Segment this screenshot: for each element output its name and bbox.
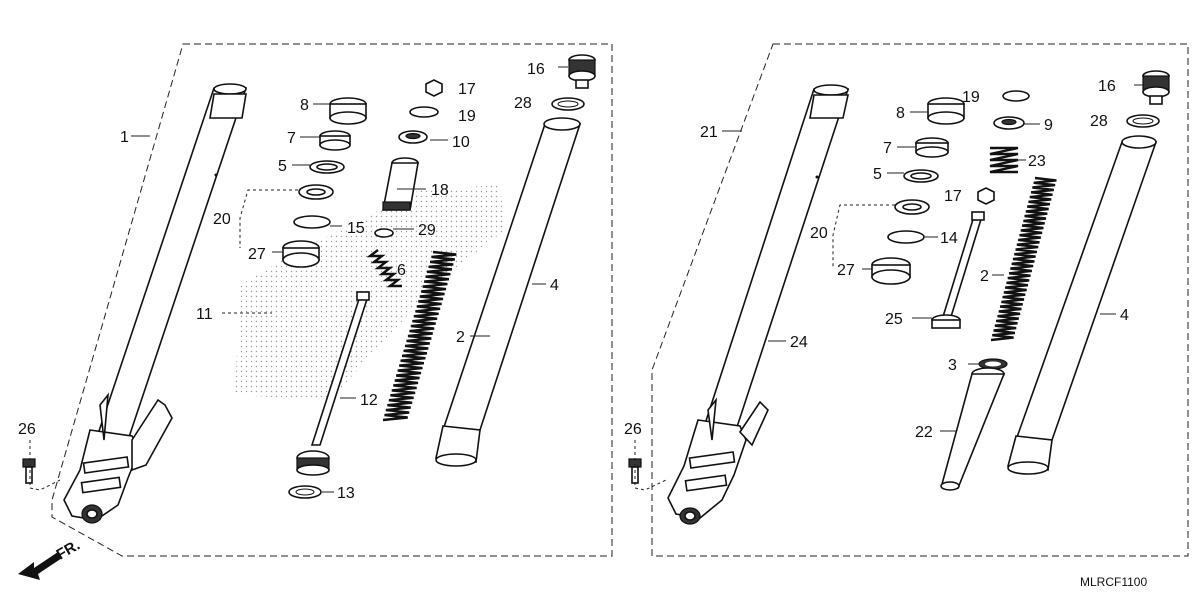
left-inner-tube-4 — [435, 117, 582, 467]
left-damper-rod-12 — [296, 291, 370, 476]
callout-label: 3 — [948, 357, 957, 374]
callout-label: 16 — [1098, 78, 1116, 95]
callout-label: 26 — [624, 421, 642, 438]
callout-label: 11 — [196, 306, 213, 323]
left-main-spring-2 — [382, 250, 457, 422]
callout-label: 8 — [300, 97, 309, 114]
right-dust-seal-27 — [871, 257, 911, 285]
left-collar-8 — [329, 97, 367, 125]
left-outer-tube-part — [63, 83, 248, 524]
callout-label: 1 — [120, 129, 129, 146]
callout-label: 25 — [885, 311, 903, 328]
left-fork-assembly: 1 8 7 5 20 27 11 17 19 10 18 15 29 6 12 … — [18, 43, 613, 557]
callout-label: 12 — [360, 392, 378, 409]
callout-label: 2 — [980, 268, 989, 285]
right-clip-14 — [887, 230, 925, 244]
left-hatch-area — [235, 185, 505, 400]
left-bushing-7 — [319, 130, 351, 151]
callout-label: 6 — [397, 262, 406, 279]
right-bushing-7 — [915, 137, 949, 158]
left-bolt-part — [22, 458, 36, 484]
right-clip-19 — [1002, 90, 1030, 102]
left-panel-frame — [51, 43, 613, 557]
left-dust-seal-27 — [282, 240, 320, 268]
right-washer-5 — [903, 169, 939, 183]
right-outer-tube-part — [667, 84, 850, 525]
callout-label: 4 — [1120, 307, 1129, 324]
callout-label: 15 — [347, 220, 365, 237]
callout-label: 26 — [18, 421, 36, 438]
left-collar-18 — [382, 157, 419, 211]
left-cap-bolt-16 — [568, 54, 596, 89]
callout-label: 4 — [550, 277, 559, 294]
right-leader-lines — [634, 84, 1143, 491]
callout-label: 29 — [418, 222, 436, 239]
left-clip-19 — [409, 106, 439, 118]
callout-label: 20 — [810, 225, 828, 242]
callout-label: 21 — [700, 124, 718, 141]
right-seal-20 — [894, 199, 930, 215]
callout-label: 18 — [431, 182, 449, 199]
diagram-code: MLRCF1100 — [1080, 575, 1147, 589]
left-seal-20 — [298, 184, 334, 200]
callout-label: 20 — [213, 211, 231, 228]
callout-label: 23 — [1028, 153, 1046, 170]
callout-label: 27 — [248, 246, 266, 263]
callout-label: 8 — [896, 105, 905, 122]
callout-label: 14 — [940, 230, 958, 247]
callout-label: 7 — [287, 130, 296, 147]
right-washer-9 — [993, 116, 1025, 130]
left-washer-5 — [309, 160, 345, 174]
callout-label: 16 — [527, 61, 545, 78]
right-nut-17 — [977, 187, 995, 205]
callout-label: 19 — [962, 89, 980, 106]
right-spring-23 — [989, 146, 1019, 174]
callout-label: 19 — [458, 108, 476, 125]
callout-label: 9 — [1044, 117, 1053, 134]
callout-label: 13 — [337, 485, 355, 502]
right-tube-22 — [940, 367, 1006, 491]
right-ring-3 — [978, 358, 1008, 370]
right-collar-8 — [927, 97, 965, 125]
front-direction-arrow: FR. — [18, 537, 83, 580]
right-inner-tube-4 — [1006, 135, 1158, 475]
right-o-ring-28 — [1126, 114, 1160, 128]
left-leader-lines — [29, 66, 568, 493]
left-o-ring-28 — [551, 97, 585, 111]
left-ring-29 — [374, 228, 394, 238]
callout-label: 5 — [278, 158, 287, 175]
callout-label: 28 — [1090, 113, 1108, 130]
right-panel-frame — [651, 43, 1189, 557]
left-nut-17 — [425, 79, 443, 97]
callout-label: 24 — [790, 334, 808, 351]
callout-label: 2 — [456, 329, 465, 346]
right-cap-bolt-16 — [1142, 70, 1170, 105]
callout-label: 22 — [915, 424, 933, 441]
callout-label: 17 — [458, 81, 476, 98]
callout-label: 28 — [514, 95, 532, 112]
callout-label: 27 — [837, 262, 855, 279]
callout-label: 10 — [452, 134, 470, 151]
left-clip-15 — [293, 215, 331, 229]
left-washer-10 — [398, 130, 428, 144]
right-damper-rod-25 — [931, 211, 985, 329]
right-fork-assembly: 21 8 19 9 7 23 5 17 20 14 27 2 25 24 3 2… — [624, 43, 1189, 557]
right-main-spring-2 — [990, 176, 1057, 342]
callout-label: 5 — [873, 166, 882, 183]
callout-label: 17 — [944, 188, 962, 205]
left-seal-13 — [288, 485, 322, 499]
callout-label: 7 — [883, 140, 892, 157]
